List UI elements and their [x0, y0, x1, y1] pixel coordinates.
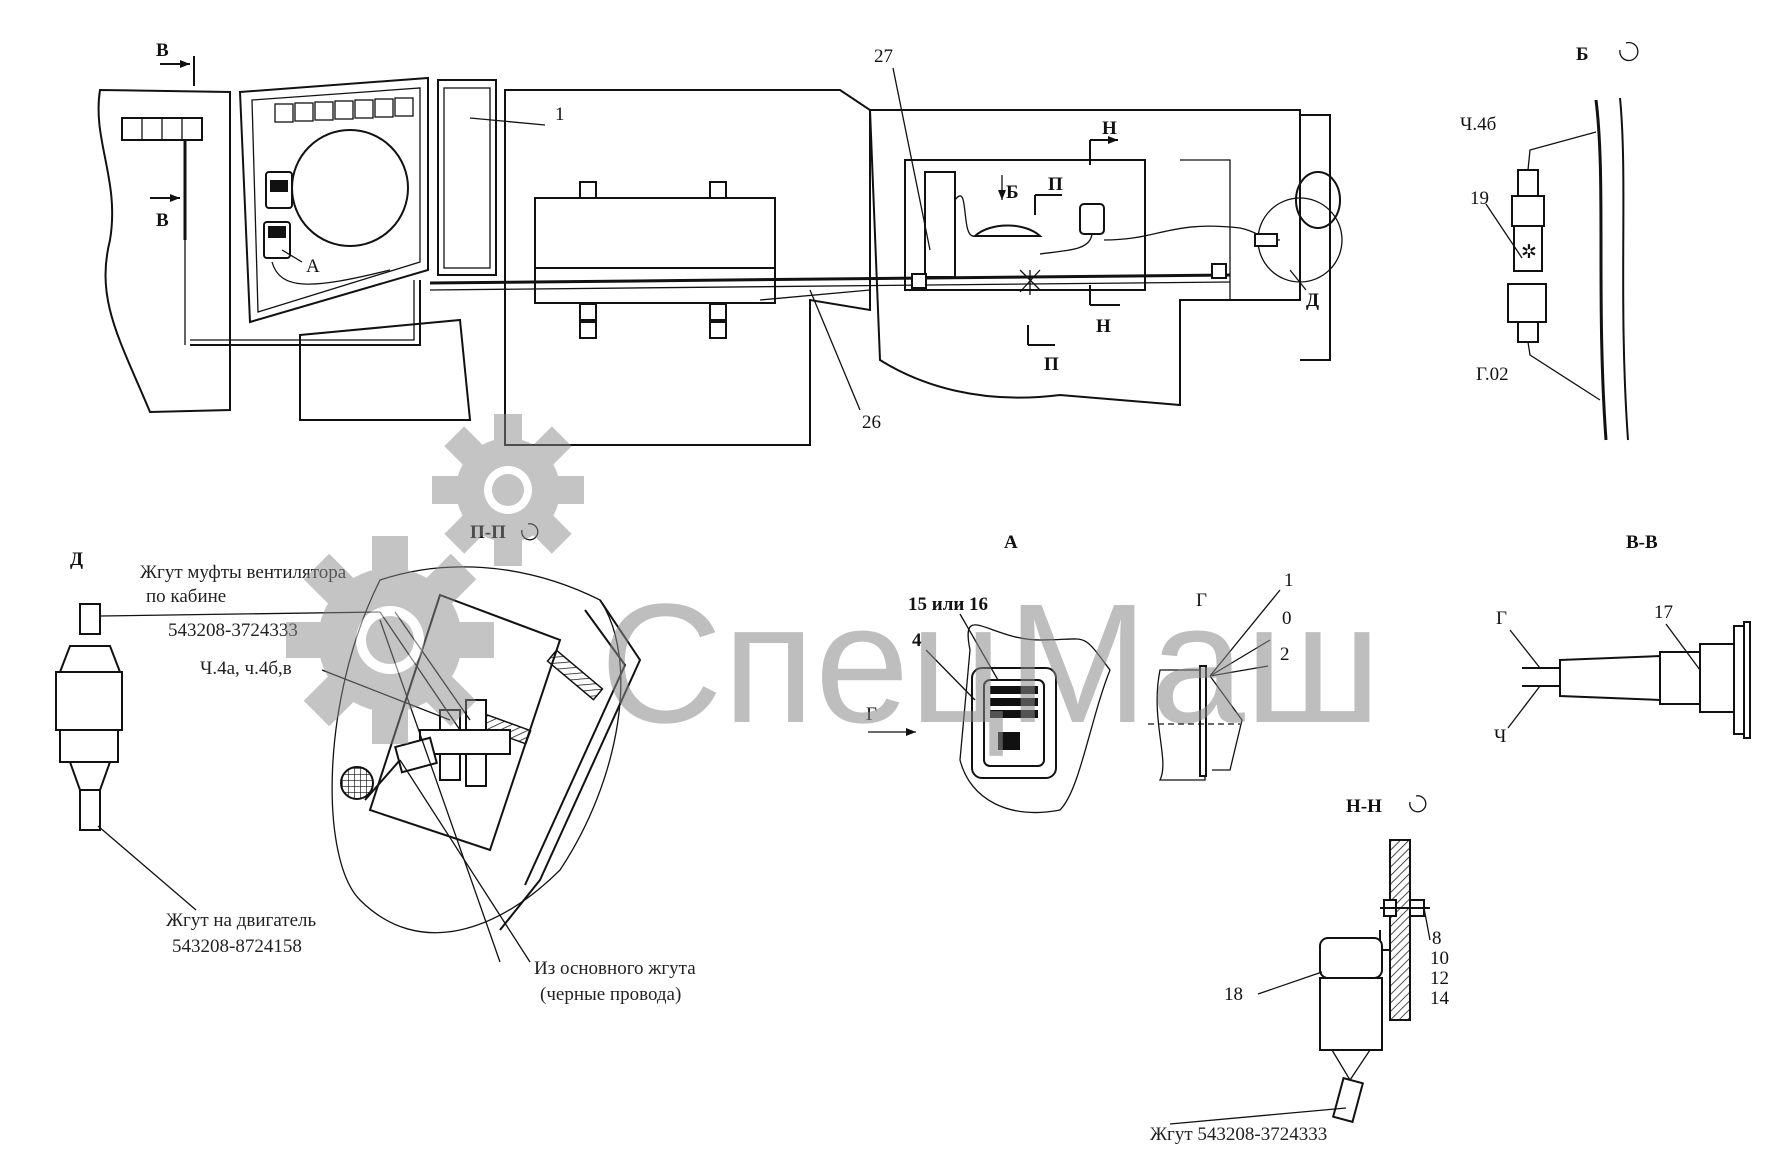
section-p-main-harness-1: Из основного жгута [534, 958, 696, 979]
watermark-text: СпецМаш [600, 569, 1381, 759]
section-v-top: В [156, 40, 169, 61]
view-d-harness-engine-1: Жгут на двигатель [166, 910, 316, 931]
label-pos-27: 27 [874, 46, 893, 67]
battery-box [534, 197, 776, 304]
view-a-pos-2: 2 [1280, 644, 1290, 665]
view-d-harness-fan-2: по кабине [146, 586, 226, 607]
relay-18 [1319, 937, 1383, 979]
section-n-harness: Жгут 543208-3724333 [1150, 1124, 1327, 1145]
label-pos-26: 26 [862, 412, 881, 433]
section-v-wire-g: Г [1496, 608, 1507, 629]
watermark-gear-small-icon [432, 414, 584, 566]
view-b-title: Б [1576, 44, 1589, 65]
gauge [291, 129, 409, 247]
section-v-pos-17: 17 [1654, 602, 1673, 623]
view-a-wire-g: Г [866, 704, 877, 725]
view-d-harness-fan-3: 543208-3724333 [168, 620, 298, 641]
section-v-wire-ch: Ч [1494, 726, 1506, 747]
section-n-pos-10: 10 [1430, 948, 1449, 969]
view-d-harness-fan-1: Жгут муфты вентилятора [140, 562, 347, 583]
view-d-harness-engine-2: 543208-8724158 [172, 936, 302, 957]
section-p-wire-label: Ч.4а, ч.4б,в [200, 658, 292, 679]
watermark-gear-large-icon [286, 536, 494, 744]
view-a: А 15 или 16 4 Г Г 1 0 2 [866, 532, 1294, 814]
view-a-wire-g-2: Г [1196, 590, 1207, 611]
section-p: П-П Ч.4а, ч.4б,в Из основного жгута (чер… [200, 522, 696, 1005]
indicator-row [274, 97, 414, 123]
view-b-wire-bottom: Г.02 [1476, 364, 1509, 385]
watermark: СпецМаш [286, 414, 1381, 759]
section-n-pos-18: 18 [1224, 984, 1243, 1005]
section-n-title: Н-Н [1346, 796, 1382, 817]
section-p-main-harness-2: (черные провода) [540, 984, 681, 1005]
view-a-title: А [1004, 532, 1018, 553]
label-view-a: А [306, 256, 320, 277]
label-view-d: Д [1306, 290, 1319, 311]
view-d-title: Д [70, 549, 83, 570]
view-b: Б ✲ Ч.4б 19 Г.02 [1460, 41, 1639, 441]
label-pos-1: 1 [555, 104, 565, 125]
section-n-pos-12: 12 [1430, 968, 1449, 989]
rotation-icon [1409, 795, 1427, 813]
view-b-pos-19: 19 [1470, 188, 1489, 209]
view-a-pos-1: 1 [1284, 570, 1294, 591]
view-a-pos-15-16: 15 или 16 [908, 594, 988, 615]
rotation-icon [1619, 41, 1639, 62]
callout-b: Б [1006, 182, 1019, 203]
view-a-pos-4: 4 [912, 630, 922, 651]
section-n-pos-14: 14 [1430, 988, 1450, 1009]
section-v: В-В 17 Г Ч [1494, 532, 1751, 747]
section-n-top: Н [1102, 118, 1117, 139]
section-n: Н-Н 8 10 12 14 18 Жгут 543208-3724333 [1150, 795, 1450, 1145]
section-n-bottom: Н [1096, 316, 1111, 337]
section-v-bottom: В [156, 210, 169, 231]
view-a-pos-0: 0 [1282, 608, 1292, 629]
view-d: Д Жгут муфты вентилятора по кабине 54320… [55, 549, 381, 957]
section-v-title: В-В [1626, 532, 1658, 553]
view-b-wire-top: Ч.4б [1460, 114, 1496, 135]
section-p-bottom: П [1044, 354, 1059, 375]
switch-15-16 [971, 667, 1057, 779]
section-p-top: П [1048, 174, 1063, 195]
svg-text:✲: ✲ [1521, 242, 1537, 263]
main-view: 1 26 27 А В В Н Н Б П П Д [97, 40, 1343, 446]
relay-27 [924, 171, 956, 278]
section-n-pos-8: 8 [1432, 928, 1442, 949]
